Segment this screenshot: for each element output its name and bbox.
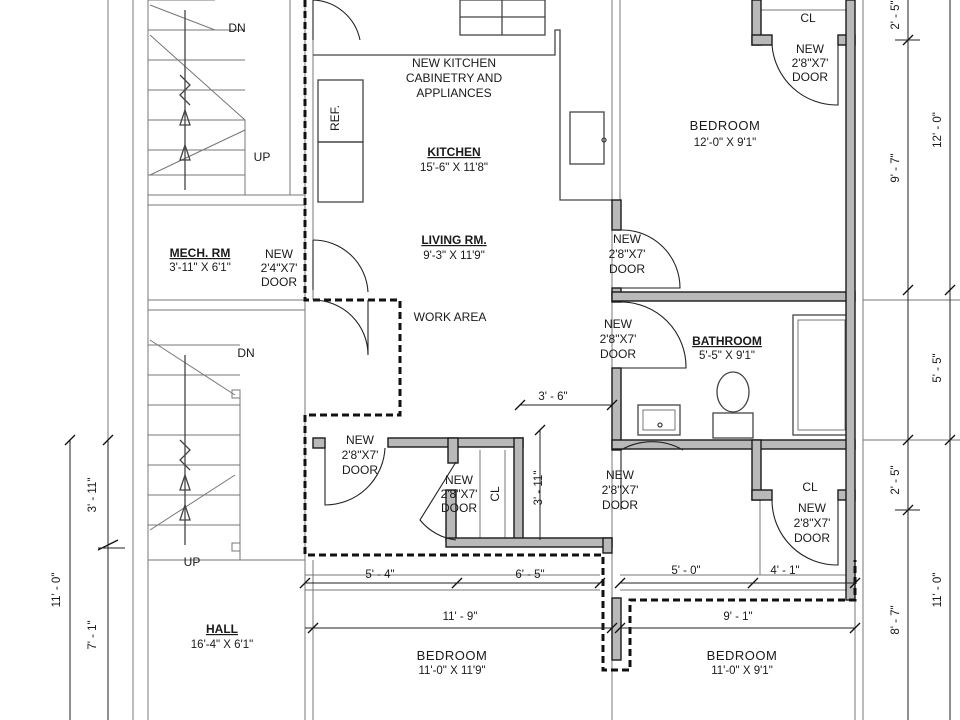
dimension-lines — [64, 0, 956, 720]
kitchen-size: 15'-6" X 11'8" — [420, 162, 488, 174]
closet-bottom-label: CL — [802, 480, 818, 494]
hall-closet-door-size: 2'8"X7' — [441, 487, 478, 501]
dim-5-5: 5' - 5" — [932, 353, 944, 382]
bathroom-name: BATHROOM — [692, 334, 762, 348]
kitchen-note-line1: NEW KITCHEN — [412, 56, 496, 70]
dim-7-1: 7' - 1" — [87, 620, 99, 649]
bedroom-sw-name: BEDROOM — [417, 648, 488, 663]
living-room-size: 9'-3" X 11'9" — [423, 250, 485, 262]
closet-top-door-label: DOOR — [792, 70, 828, 84]
bath-door-new: NEW — [604, 317, 633, 331]
bedroom-se-door-size: 2'8"X7' — [602, 483, 639, 497]
dim-5-4: 5' - 4" — [365, 569, 394, 581]
bath-door-size: 2'8"X7' — [600, 332, 637, 346]
dim-3-11-closet: 3' - 11" — [533, 471, 545, 506]
bathroom-size: 5'-5" X 9'1" — [699, 350, 755, 362]
dim-11-0-left: 11' - 0" — [51, 573, 63, 608]
stair-bottom-up: UP — [184, 555, 201, 569]
bedroom-ne-door-new: NEW — [613, 232, 642, 246]
refrigerator-label: REF. — [328, 105, 342, 131]
bedroom-sw-door-size: 2'8"X7' — [342, 448, 379, 462]
closet-bottom-door-size: 2'8"X7' — [794, 516, 831, 530]
living-room-name: LIVING RM. — [421, 233, 486, 247]
stair-top-dn: DN — [228, 21, 245, 35]
dim-3-6: 3' - 6" — [538, 391, 567, 403]
door-swings — [312, 0, 839, 566]
dim-12-0: 12' - 0" — [932, 112, 944, 148]
dim-8-7: 8' - 7" — [890, 605, 902, 634]
dim-9-7: 9' - 7" — [890, 153, 902, 182]
stair-bottom-dn: DN — [237, 346, 254, 360]
bedroom-se-size: 11'-0" X 9'1" — [711, 665, 773, 677]
hall-closet-door-new: NEW — [445, 473, 474, 487]
structure-lines — [107, 0, 960, 720]
closet-top-label: CL — [800, 11, 816, 25]
dim-4-1: 4' - 1" — [770, 565, 799, 577]
dim-9-1: 9' - 1" — [723, 611, 752, 623]
walls — [312, 0, 856, 661]
closet-top-door-new: NEW — [796, 42, 825, 56]
kitchen-note-line3: APPLIANCES — [416, 86, 491, 100]
bedroom-ne-door-label: DOOR — [609, 262, 645, 276]
dimension-labels: 3' - 6" 3' - 11" 5' - 4" 6' - 5" 11' - 9… — [51, 0, 944, 649]
bedroom-ne-name: BEDROOM — [690, 118, 761, 133]
kitchen-name: KITCHEN — [427, 145, 480, 159]
bedroom-ne-size: 12'-0" X 9'1" — [694, 137, 756, 149]
bedroom-sw-door-label: DOOR — [342, 463, 378, 477]
staircase-bottom — [148, 339, 241, 552]
bedroom-sw-door-new: NEW — [346, 433, 375, 447]
mech-door-size: 2'4"X7' — [261, 261, 298, 275]
work-area-label: WORK AREA — [414, 310, 487, 324]
staircase-top — [148, 0, 246, 190]
mech-room-size: 3'-11" X 6'1" — [169, 262, 231, 274]
bedroom-se-name: BEDROOM — [707, 648, 778, 663]
mech-door-new: NEW — [265, 247, 294, 261]
dim-11-9: 11' - 9" — [443, 611, 478, 623]
bath-door-label: DOOR — [600, 347, 636, 361]
hall-name: HALL — [206, 622, 238, 636]
bedroom-ne-door-size: 2'8"X7' — [609, 247, 646, 261]
kitchen-note-line2: CABINETRY AND — [406, 71, 503, 85]
closet-bottom-door-new: NEW — [798, 501, 827, 515]
dim-6-5: 6' - 5" — [515, 569, 544, 581]
hall-closet-label: CL — [488, 486, 502, 502]
hall-closet-door-label: DOOR — [441, 501, 477, 515]
dim-5-0: 5' - 0" — [671, 565, 700, 577]
hall-size: 16'-4" X 6'1" — [191, 639, 253, 651]
closet-top-door-size: 2'8"X7' — [792, 56, 829, 70]
bedroom-se-door-label: DOOR — [602, 498, 638, 512]
stair-top-up: UP — [254, 150, 271, 164]
mech-door-label: DOOR — [261, 275, 297, 289]
dim-2-5-top: 2' - 5" — [890, 0, 902, 29]
labels: NEW KITCHEN CABINETRY AND APPLIANCES KIT… — [169, 11, 830, 677]
dim-3-11-left: 3' - 11" — [87, 478, 99, 513]
mech-room-name: MECH. RM — [170, 246, 231, 260]
dim-11-0-right: 11' - 0" — [932, 573, 944, 608]
bedroom-se-door-new: NEW — [606, 468, 635, 482]
new-work-outline — [303, 0, 857, 672]
dim-2-5-mid: 2' - 5" — [890, 465, 902, 494]
closet-bottom-door-label: DOOR — [794, 531, 830, 545]
bedroom-sw-size: 11'-0" X 11'9" — [418, 665, 485, 677]
